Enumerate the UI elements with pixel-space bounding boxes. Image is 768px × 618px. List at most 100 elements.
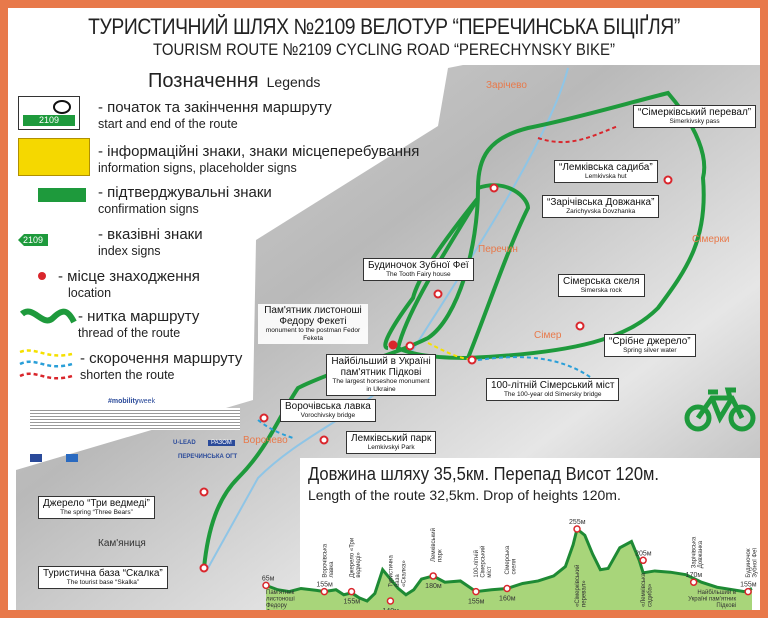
profile-marker [320, 587, 329, 596]
label-lemkivska-hut[interactable]: “Лемківська садиба”Lemkivska hut [554, 160, 658, 183]
label-silver-spring[interactable]: “Срібне джерело”Spring silver water [604, 334, 696, 357]
legend-en: information signs, placeholder signs [98, 161, 297, 175]
profile-marker [386, 597, 395, 605]
profile-line [265, 526, 753, 603]
legend-ua: - вказівні знаки [98, 226, 203, 243]
partner-uled-logo: U-LEAD [173, 440, 196, 446]
label-en: The 100-year old Simersky bridge [503, 391, 602, 398]
confirmation-sign-icon [38, 188, 86, 202]
label-three-bears[interactable]: Джерело “Три ведмеді”The spring “Three B… [38, 496, 155, 519]
index-sign-icon: 2109 [18, 234, 48, 246]
label-en: Simerkivsky pass [669, 118, 720, 125]
partner-city-logo: ПЕРЕЧИНСЬКА ОГТ [178, 454, 238, 460]
label-simerkivsky-pass[interactable]: “Сімерківський перевал”Simerkivsky pass [633, 105, 757, 128]
label-skalka[interactable]: Туристична база “Скалка”The tourist base… [38, 566, 168, 589]
town-zarichevo: Зарічево [486, 80, 527, 91]
label-ua: Ворочівська лавка [285, 401, 371, 412]
label-en: Vorochivsky bridge [300, 412, 356, 419]
profile-marker [639, 556, 647, 565]
legend-en: shorten the route [80, 368, 175, 382]
profile-marker [347, 587, 356, 596]
label-ua: “Зарічівська Довжанка” [547, 197, 655, 208]
legend-en: start and end of the route [98, 117, 238, 131]
label-ua: “Срібне джерело” [609, 336, 691, 347]
hashtag-b: week [138, 398, 156, 405]
shortcut-red [537, 125, 619, 144]
legend-ua: - місце знаходження [58, 268, 200, 285]
profile-marker [472, 587, 480, 596]
elevation-label: 205м [635, 550, 652, 557]
profile-place-label: «Сімерківськийперевал» [574, 565, 588, 607]
hashtag: #mobilityweek [108, 398, 155, 405]
label-en: The tourist base “Skalka” [66, 579, 139, 586]
label-en: monument to the postman Fedor Feketa [265, 327, 361, 342]
legend-ua: - скорочення маршруту [80, 350, 243, 367]
elevation-label: 255м [569, 519, 586, 526]
label-dovzhanka[interactable]: “Зарічівська Довжанка”Zarichyvska Dovzha… [542, 195, 660, 218]
route-line [202, 90, 707, 569]
legend-en: index signs [98, 244, 161, 258]
bike-icon [53, 100, 71, 114]
route-length-en: Length of the route 32,5km. Drop of heig… [308, 487, 621, 503]
label-ua: Лемківський парк [351, 433, 432, 444]
legend-ua: - нитка маршруту [78, 308, 200, 325]
route-poster: ТУРИСТИЧНИЙ ШЛЯХ №2109 ВЕЛОТУР “ПЕРЕЧИНС… [8, 8, 760, 610]
start-end-sign-icon: 2109 [18, 96, 80, 130]
label-ua: Сімерська скеля [563, 276, 640, 287]
elevation-label: 155м [344, 599, 361, 606]
elevation-profile: 165мПам'ятниклистоношіФедоруФекеті155мВо… [262, 519, 759, 610]
legend-ua: - інформаційні знаки, знаки місцеперебув… [98, 143, 420, 160]
partner-razom-logo: РАЗОМ [208, 440, 235, 446]
profile-place-label: Лемківськийпарк [430, 528, 444, 562]
elevation-label: 180м [425, 583, 442, 590]
label-ua: Джерело “Три ведмеді” [43, 498, 150, 509]
profile-place-label: «Лемківськасадиба» [641, 572, 654, 607]
town-kamianytsia: Кам'яниця [98, 538, 146, 549]
town-perechyn: Перечин [478, 244, 518, 255]
profile-place-label: Туристичнабаза«Скалка» [388, 555, 407, 587]
profile-area [266, 529, 752, 610]
label-ua: Будиночок Зубної Феї [368, 260, 469, 271]
legend-en: thread of the route [78, 326, 181, 340]
elevation-label: 170м [686, 572, 703, 579]
location-dot-icon [38, 272, 46, 280]
label-ua: “Сімерківський перевал” [638, 107, 752, 118]
title-ua: ТУРИСТИЧНИЙ ШЛЯХ №2109 ВЕЛОТУР “ПЕРЕЧИНС… [88, 14, 680, 39]
eu-flag-icon [30, 454, 42, 462]
elevation-label: 155м [740, 582, 757, 589]
sweden-flag-icon [66, 454, 78, 462]
profile-place-label: Сімерськаскеля [505, 545, 518, 574]
legend-ua: - початок та закінчення маршруту [98, 99, 332, 116]
profile-place-label: БудиночокЗубної Феї [746, 548, 759, 578]
elevation-label: 155м [468, 599, 485, 606]
legend-en: confirmation signs [98, 202, 199, 216]
legend-title-ua: Позначення [148, 70, 259, 92]
hashtag-a: #mobility [108, 398, 139, 405]
label-ua: 100-літній Сімерський міст [491, 380, 615, 391]
label-en: Simerska rock [580, 287, 622, 294]
info-sign-icon [18, 138, 90, 176]
profile-place-label: Джерело «Триведмеді» [350, 538, 363, 578]
elevation-label: 140м [382, 608, 399, 610]
profile-place-label: 100-літнійСімерськийміст [473, 546, 493, 578]
label-en: The spring “Three Bears” [60, 509, 133, 516]
label-en: Lemkivskyi Park [367, 444, 415, 451]
sign-number: 2109 [23, 115, 75, 126]
location-markers [199, 175, 673, 573]
label-en: Spring silver water [623, 347, 677, 354]
disclaimer-text [30, 408, 240, 430]
profile-place-label: ЗарічівськаДовжанка [692, 536, 705, 568]
